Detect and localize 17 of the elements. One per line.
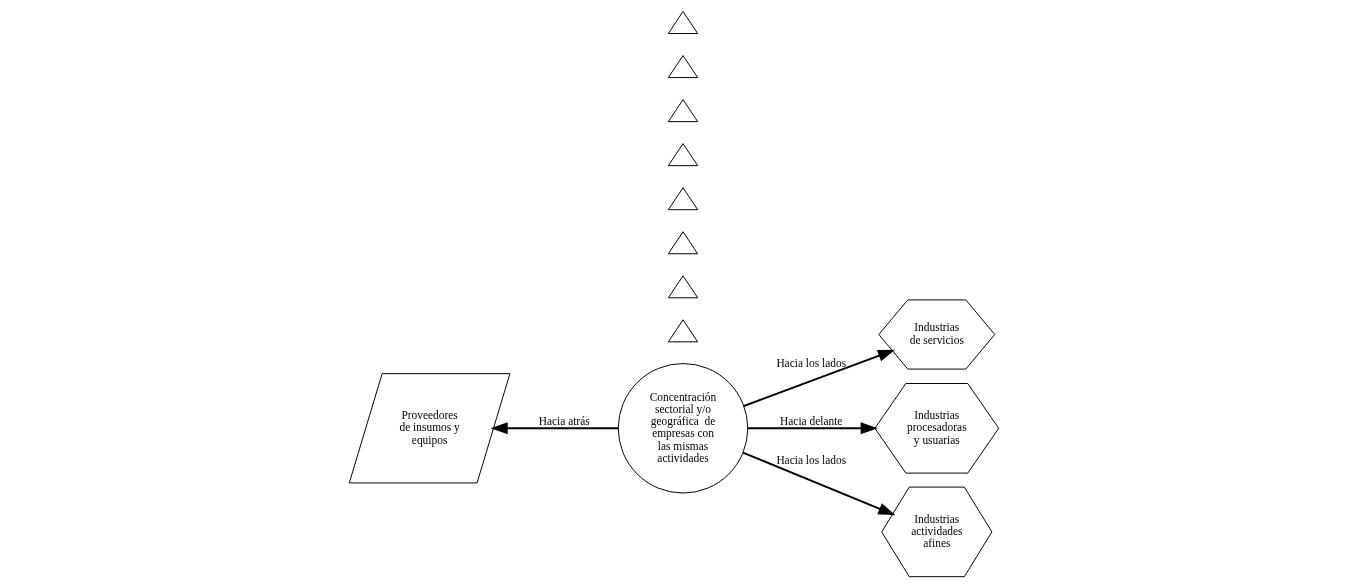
edge-label: Hacia los lados <box>776 454 847 467</box>
node-triangle <box>667 99 699 123</box>
arrow <box>747 422 878 435</box>
arrow <box>742 451 896 516</box>
node-triangle <box>667 187 699 211</box>
arrow <box>743 349 896 407</box>
node-triangle <box>667 231 699 255</box>
arrow <box>490 422 619 435</box>
edge-label: Hacia los lados <box>776 357 847 370</box>
edge-label: Hacia delante <box>780 415 843 428</box>
node-circle: Concentración sectorial y/o geográfica de empresas con las mismas actividades <box>617 363 749 494</box>
node-triangle <box>667 55 699 79</box>
node-triangle <box>667 11 699 34</box>
edge-label: Hacia atrás <box>538 415 590 428</box>
node-triangle <box>667 275 699 299</box>
node-triangle <box>667 319 699 343</box>
node-triangle <box>667 143 699 167</box>
